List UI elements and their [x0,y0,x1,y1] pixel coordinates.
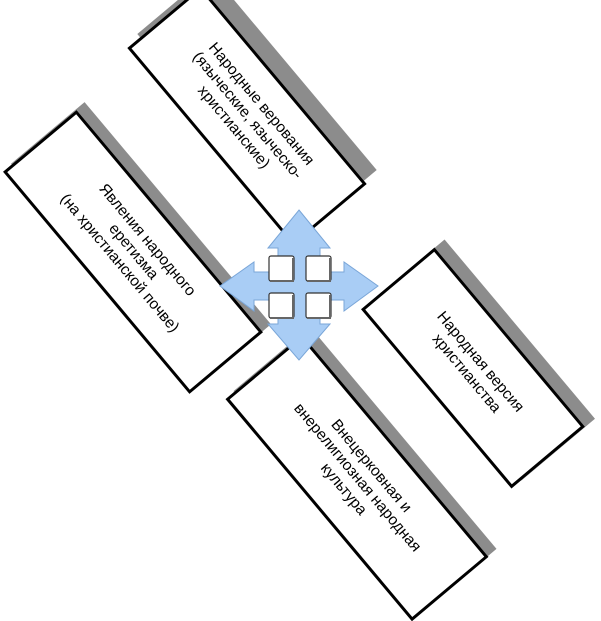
folk-beliefs-text: Народные верования (языческие, языческо-… [189,39,318,183]
folk-heresy-text: Явления народного еретизма (на христианс… [56,180,199,336]
square-bottom-right [305,292,332,319]
center-squares [268,255,332,319]
center-squares-shade [270,258,331,319]
non-church-culture-text: Внецерковная и внерелигиозная народная к… [290,400,425,556]
square-top-left [268,255,295,282]
square-bottom-left [268,292,295,319]
square-top-right [305,255,332,282]
